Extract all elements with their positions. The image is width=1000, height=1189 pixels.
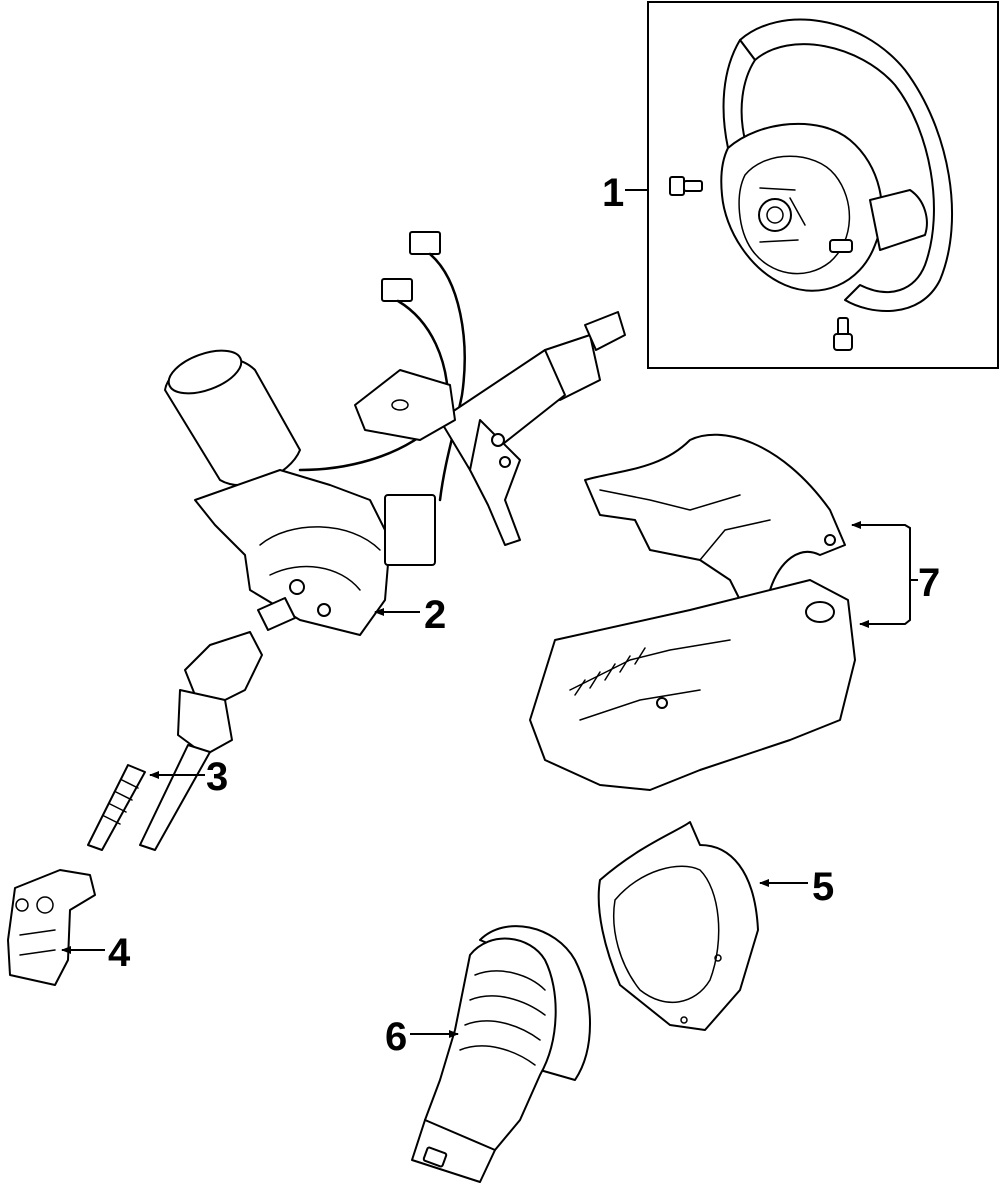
callout-3: 3 [206, 755, 228, 799]
callout-1: 1 [602, 171, 624, 215]
shaft-tube [139, 744, 211, 851]
steering-wheel-part[interactable] [647, 1, 999, 369]
intermediate-shaft-part[interactable] [87, 631, 263, 851]
callout-7: 7 [918, 561, 940, 605]
gear-housing [194, 469, 391, 636]
callout-2: 2 [424, 593, 446, 637]
steering-wheel-button [829, 239, 853, 253]
motor-end-cap [167, 349, 243, 395]
boot-cover-body [597, 821, 759, 1031]
steering-wheel-boss [758, 198, 792, 232]
wire-connector-middle [381, 278, 413, 302]
tilt-lever [469, 419, 521, 546]
column-tube [439, 349, 566, 471]
steering-wheel-rim [739, 18, 954, 313]
column-boot-cover-part[interactable] [597, 821, 759, 1031]
column-bracket [354, 369, 456, 441]
column-lower-stub [257, 597, 296, 631]
wheel-bolt-top [669, 176, 703, 196]
steering-column-assembly-part[interactable] [163, 231, 626, 636]
leader-7 [851, 521, 918, 628]
steering-boot-part[interactable] [411, 925, 591, 1183]
callout-6: 6 [385, 1015, 407, 1059]
wheel-bolt-bottom [833, 317, 853, 351]
shaft-upper-yoke [184, 631, 263, 706]
lower-joint-part[interactable] [7, 869, 96, 986]
steering-wheel-spoke-right [869, 189, 928, 251]
torque-sensor-box [384, 494, 436, 566]
boot-lower-sleeve [411, 1119, 496, 1183]
callout-4: 4 [108, 931, 131, 975]
column-cover-lower [529, 579, 856, 791]
wire-connector-top [409, 231, 441, 255]
column-cover-upper [584, 433, 846, 611]
column-shaft-tip [584, 311, 626, 351]
callout-5: 5 [812, 865, 834, 909]
lower-joint-body [7, 869, 96, 986]
shaft-universal-joint [177, 689, 233, 756]
column-cover-part[interactable] [529, 433, 856, 791]
